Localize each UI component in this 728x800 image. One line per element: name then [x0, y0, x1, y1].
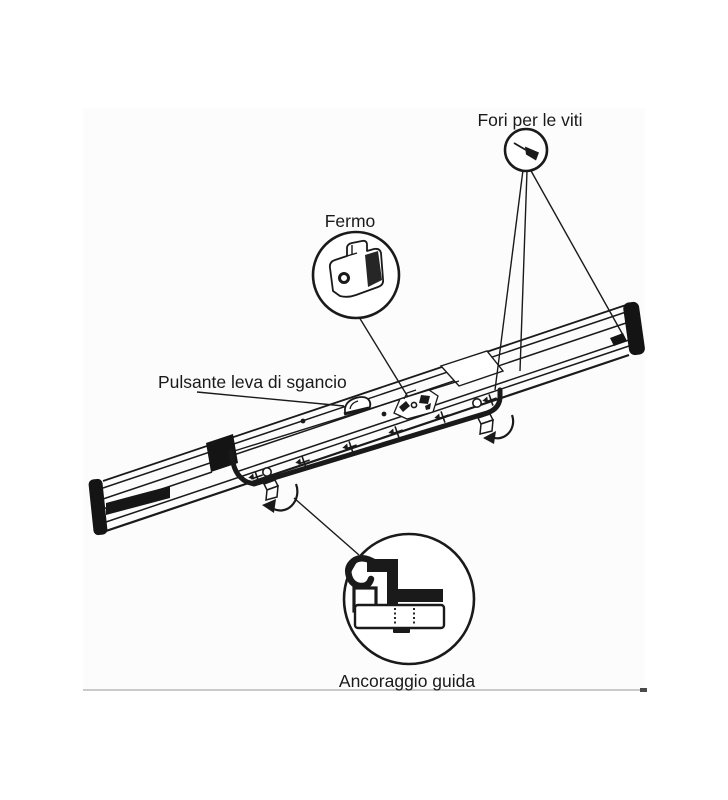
label-stop: Fermo [325, 211, 376, 231]
leader-stop [358, 316, 409, 398]
bracket-flange [439, 350, 505, 387]
stop-clip-icon [328, 239, 385, 298]
rivet-dot [381, 411, 387, 417]
leader-screwhole-2 [519, 170, 528, 372]
label-release-lever: Pulsante leva di sgancio [158, 372, 347, 392]
right-end-screw [610, 333, 627, 346]
leader-screwhole-3 [529, 168, 624, 336]
callout-stop [311, 230, 401, 320]
anchor-hook-left [262, 479, 280, 502]
leader-guide-anchor [293, 497, 360, 556]
label-screw-holes: Fori per le viti [477, 110, 582, 130]
plate-hole-left [261, 466, 272, 477]
plate-hole-right [471, 397, 482, 408]
stop-clip-on-rail [393, 389, 439, 420]
callout-screw-holes [503, 127, 549, 173]
mounting-plate [228, 380, 503, 487]
release-lever [343, 396, 372, 416]
label-guide-anchor: Ancoraggio guida [339, 671, 475, 691]
leader-lines [196, 168, 624, 556]
frame-corner-mark [640, 688, 647, 692]
rotation-arrow-right [483, 414, 515, 444]
rotation-arrow-left [262, 483, 299, 513]
leader-release-lever [196, 391, 345, 407]
anchor-hook-right [476, 413, 495, 435]
right-end-cap [623, 301, 645, 356]
screw-icon [513, 142, 539, 161]
leader-screwhole-1 [494, 169, 524, 391]
slider-collar [206, 434, 238, 472]
callout-guide-anchor [342, 532, 476, 666]
left-end-cap [88, 478, 108, 536]
rail-slot [106, 486, 170, 515]
anchor-hook-icon [345, 554, 446, 633]
rivet-dot [300, 418, 306, 424]
